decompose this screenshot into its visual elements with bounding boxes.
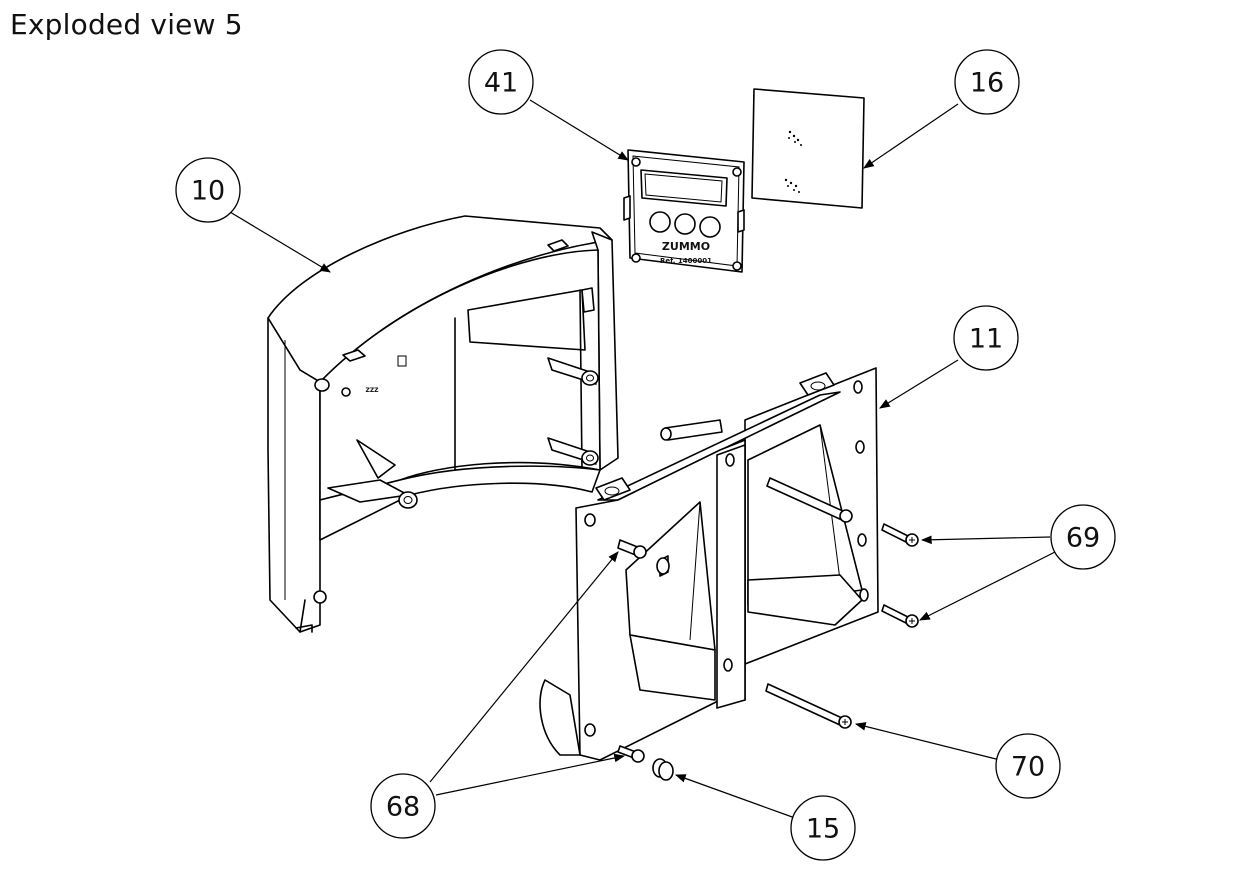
drawing-title: Exploded view 5 xyxy=(10,8,243,41)
screw-70 xyxy=(765,683,852,729)
balloon-70: 70 xyxy=(995,733,1061,799)
svg-text:69: 69 xyxy=(1066,523,1100,554)
balloon-68: 68 xyxy=(370,773,436,839)
balloon-69: 69 xyxy=(1050,504,1116,570)
balloon-41: 41 xyxy=(468,49,534,115)
display-panel-part: ZUMMO Ref. 1400001 xyxy=(623,149,745,273)
svg-text:68: 68 xyxy=(386,792,420,823)
svg-text:41: 41 xyxy=(484,68,518,99)
cap-15 xyxy=(652,758,674,781)
screw-69-lower xyxy=(881,604,919,628)
balloon-11: 11 xyxy=(953,305,1019,371)
post-upper xyxy=(547,357,599,386)
svg-text:16: 16 xyxy=(970,68,1004,99)
svg-text:10: 10 xyxy=(191,176,225,207)
screw-68-lower xyxy=(617,745,645,763)
label-sheet-part xyxy=(751,88,865,209)
svg-text:70: 70 xyxy=(1011,752,1045,783)
svg-text:11: 11 xyxy=(969,324,1003,355)
svg-text:15: 15 xyxy=(806,814,840,845)
balloon-15: 15 xyxy=(790,795,856,861)
cover-marking: ZZZ xyxy=(365,387,379,394)
leader-lines xyxy=(229,99,1056,819)
balloon-10: 10 xyxy=(175,157,241,223)
front-cover-part: ZZZ xyxy=(267,215,619,633)
bracket-part xyxy=(539,367,879,761)
post-lower xyxy=(547,437,599,466)
panel-brand-text: ZUMMO xyxy=(662,240,710,253)
panel-ref-text: Ref. 1400001 xyxy=(660,257,712,265)
balloon-16: 16 xyxy=(954,49,1020,115)
screw-69-upper xyxy=(881,523,919,547)
